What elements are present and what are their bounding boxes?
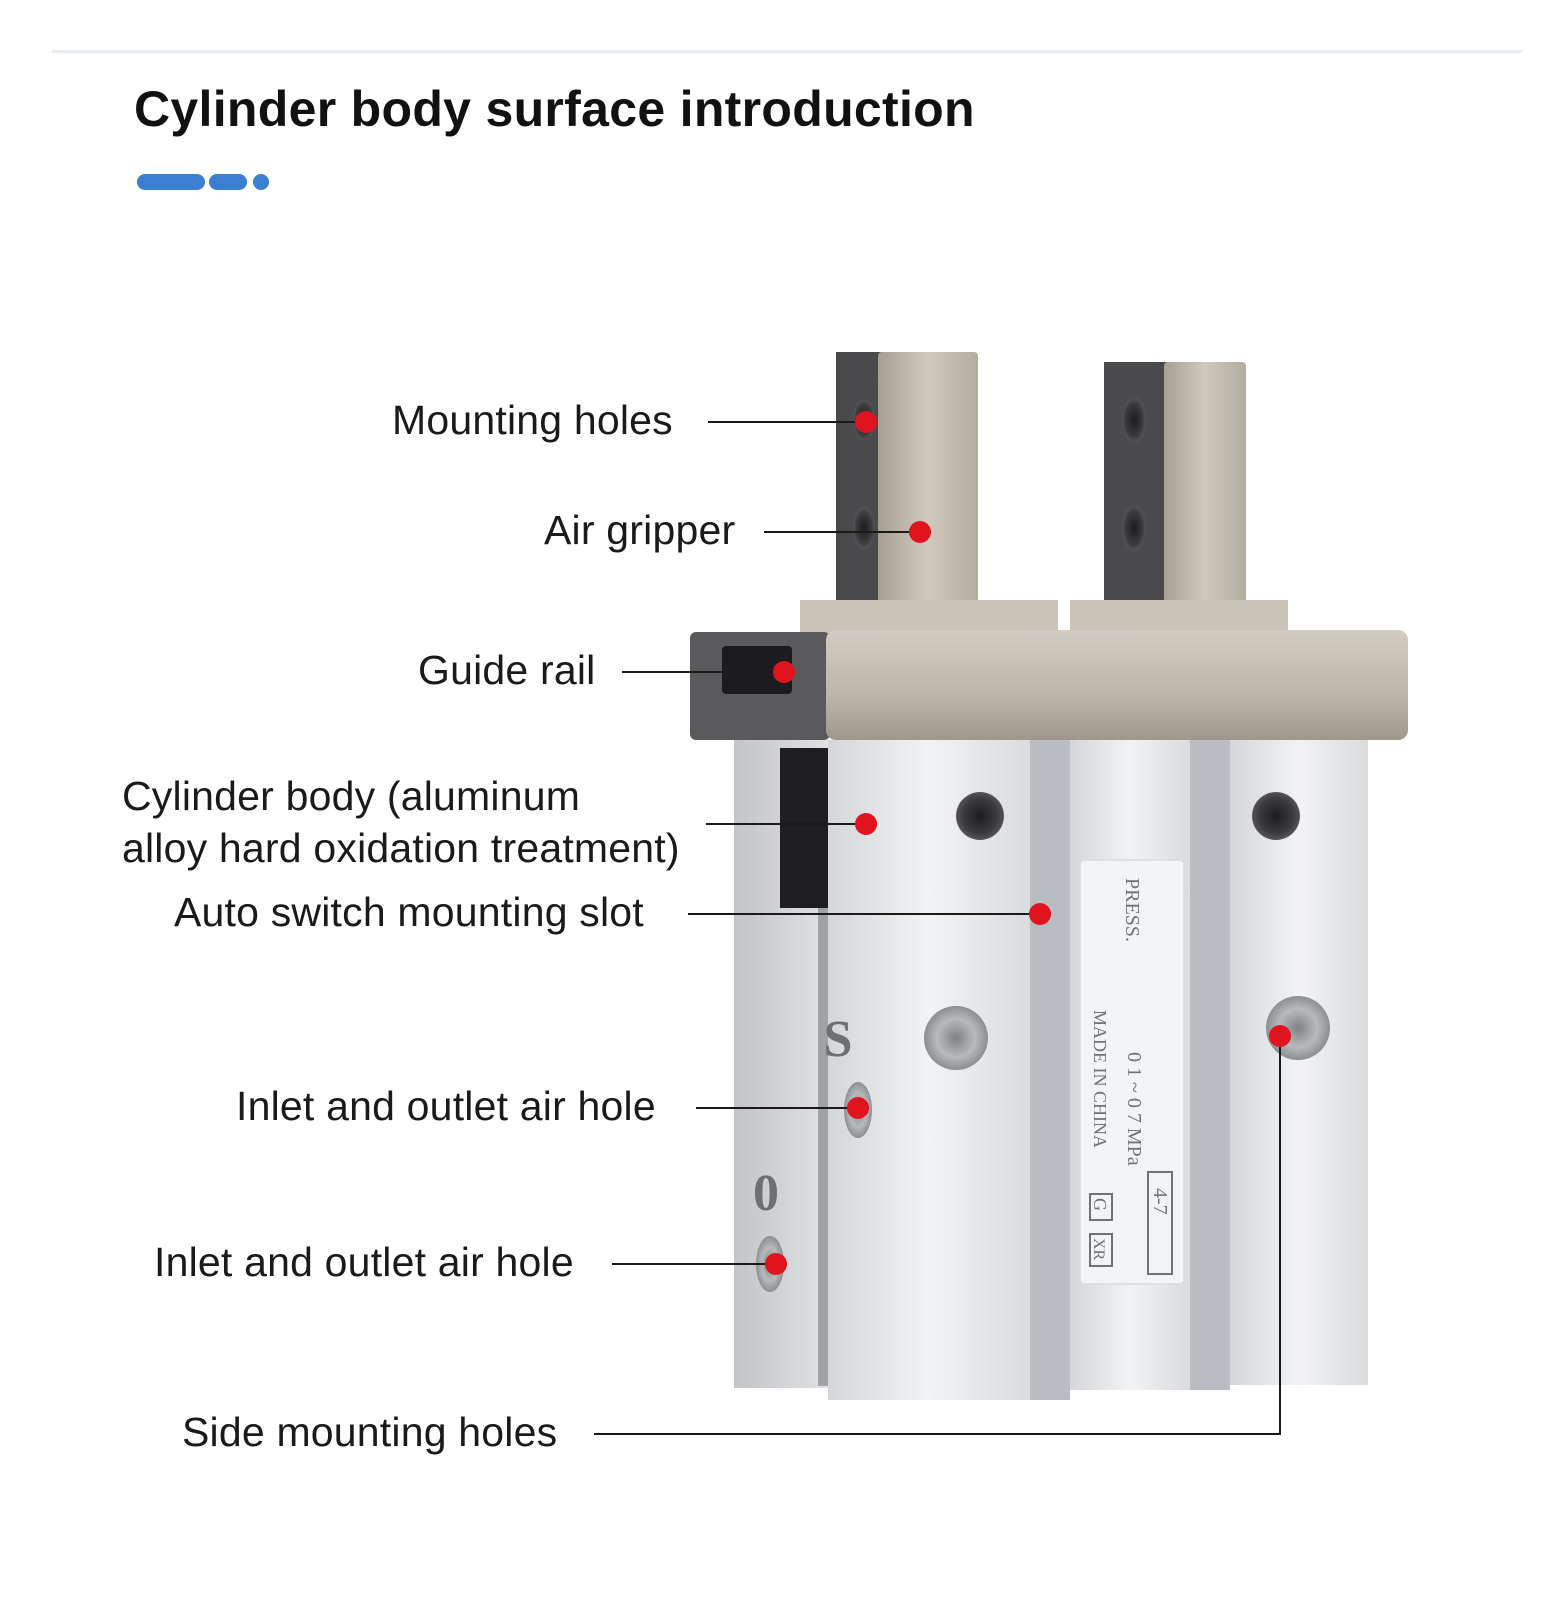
accent-dot	[253, 174, 269, 190]
marker-dot-icon	[855, 813, 877, 835]
accent-dash-short	[209, 174, 247, 190]
body-slot-right	[1190, 740, 1230, 1390]
marker-dot-icon	[855, 411, 877, 433]
right-jaw	[1104, 362, 1246, 620]
marking-xr-box	[1089, 1233, 1113, 1267]
marker-dot-icon	[1269, 1025, 1291, 1047]
marking-pressure: 0 1 ~ 0 7 MPa	[1123, 1052, 1145, 1166]
marker-dot-icon	[847, 1097, 869, 1119]
label-inlet-outlet-2: Inlet and outlet air hole	[154, 1239, 574, 1285]
callout-markers	[765, 411, 1291, 1275]
left-jaw-side	[836, 352, 882, 620]
threaded-hole-icon	[924, 1006, 988, 1070]
body-panel-left	[828, 740, 1030, 1400]
marking-code: 4-7	[1149, 1188, 1171, 1215]
leader-side-mounting	[594, 1036, 1281, 1435]
label-auto-switch-slot: Auto switch mounting slot	[174, 889, 644, 935]
accent-dash-long	[137, 174, 205, 190]
marking-g-box	[1089, 1193, 1113, 1221]
marker-dot-icon	[773, 661, 795, 683]
label-side-mounting-holes: Side mounting holes	[182, 1409, 558, 1455]
port-o-marking: 0	[753, 1165, 779, 1222]
leader-lines	[594, 421, 1281, 1435]
marker-dot-icon	[1029, 903, 1051, 925]
jaw-hole-icon	[853, 507, 875, 549]
product-markings: PRESS. 0 1 ~ 0 7 MPa MADE IN CHINA 4-7 G…	[753, 878, 1173, 1275]
guide-rail-slot	[722, 646, 792, 694]
switch-groove	[818, 908, 828, 1386]
label-cylinder-body-line1: Cylinder body (aluminum	[122, 773, 581, 819]
spec-label-plate	[1079, 859, 1185, 1285]
label-guide-rail: Guide rail	[418, 647, 596, 693]
guide-rail-plate	[826, 630, 1408, 740]
port-s-marking: S	[824, 1011, 853, 1068]
label-air-gripper: Air gripper	[544, 507, 736, 553]
label-inlet-outlet-1: Inlet and outlet air hole	[236, 1083, 656, 1129]
marker-dot-icon	[765, 1253, 787, 1275]
label-cylinder-body-line2: alloy hard oxidation treatment)	[122, 825, 680, 871]
page-title: Cylinder body surface introduction	[134, 81, 975, 137]
jaw-hole-icon	[1122, 505, 1146, 551]
top-divider	[52, 50, 1522, 53]
marking-code-box	[1147, 1171, 1173, 1275]
jaw-hole-icon	[1122, 397, 1146, 443]
auto-switch-slot	[1030, 740, 1070, 1400]
marking-press: PRESS.	[1121, 878, 1143, 942]
left-jaw	[836, 352, 978, 620]
marking-g: G	[1090, 1198, 1110, 1211]
marker-dot-icon	[909, 521, 931, 543]
sensor-strip	[780, 748, 832, 908]
title-accent-bar	[137, 174, 277, 190]
right-jaw-face	[1164, 362, 1246, 620]
bolt-icon	[956, 792, 1004, 840]
marking-xr: XR	[1090, 1238, 1107, 1261]
guide-rail-head	[690, 630, 1408, 740]
body-panel-right	[1230, 740, 1368, 1385]
left-jaw-face	[878, 352, 978, 620]
label-mounting-holes: Mounting holes	[392, 397, 673, 443]
cylinder-body	[734, 740, 1368, 1400]
marking-made-in: MADE IN CHINA	[1090, 1010, 1110, 1148]
bolt-icon	[1252, 792, 1300, 840]
